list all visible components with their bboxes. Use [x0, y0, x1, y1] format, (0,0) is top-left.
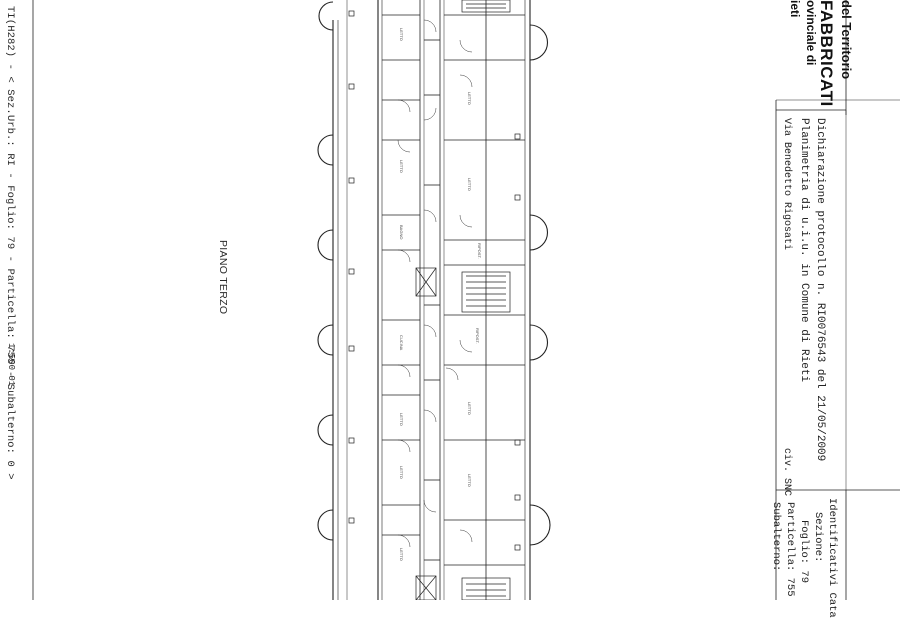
room-label: LETTO: [399, 160, 404, 173]
room-label: RIPOST.: [475, 328, 480, 344]
room-label: LETTO: [467, 474, 472, 487]
room-partitions: [382, 0, 525, 600]
room-label: LETTO: [399, 413, 404, 426]
room-label: LETTO: [399, 548, 404, 561]
building-outline: [317, 0, 551, 600]
structural-columns: [348, 10, 521, 551]
door-swings: [397, 19, 473, 548]
stairwell: [415, 0, 511, 600]
room-label: LETTO: [399, 28, 404, 41]
room-label: LETTO: [467, 178, 472, 191]
room-label: BAGNO: [399, 225, 404, 240]
floor-plan-drawing: [32, 0, 900, 600]
room-label: LETTO: [399, 466, 404, 479]
room-label: RIPOST.: [477, 243, 482, 259]
room-label: CUCINA: [399, 335, 404, 351]
room-label: LETTO: [467, 402, 472, 415]
room-label: LETTO: [467, 92, 472, 105]
